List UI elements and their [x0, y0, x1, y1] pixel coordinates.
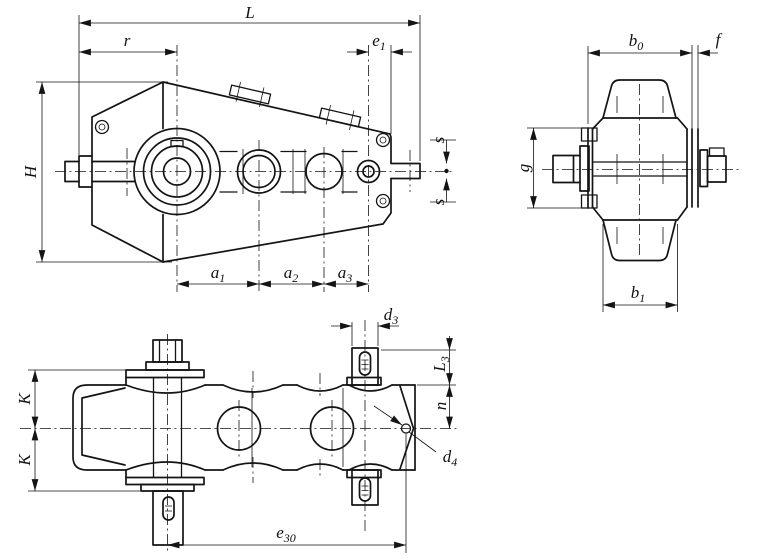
dim-e30: e30 — [167, 434, 407, 553]
dim-L: L — [78, 3, 421, 161]
dim-L3: L3 — [381, 336, 456, 386]
gear-wheel — [591, 79, 688, 262]
dim-label-a1: a1 — [211, 263, 226, 285]
shaft-center-dot — [444, 168, 449, 174]
side-view-centerlines — [55, 45, 452, 292]
dim-d3: d3 — [331, 305, 399, 346]
side-view: L r e1 H a1 a2 a3 — [21, 3, 456, 292]
drain-hole-d4 — [373, 405, 437, 453]
end-view-centerlines — [542, 84, 742, 258]
dim-label-e30: e30 — [276, 523, 296, 545]
dim-label-b1: b1 — [631, 283, 646, 305]
plan-body-outline — [72, 376, 416, 479]
output-shaft-side — [390, 150, 421, 192]
flange-bolts — [94, 119, 391, 209]
dim-label-a3: a3 — [338, 263, 353, 285]
dim-label-f: f — [716, 30, 723, 49]
plan-centerlines — [20, 320, 458, 554]
dim-label-r: r — [124, 31, 131, 50]
dim-a3: a3 — [324, 263, 369, 288]
plan-input-shaft-top — [125, 339, 205, 379]
dim-H: H — [21, 81, 172, 263]
dim-label-d3: d3 — [384, 305, 399, 327]
top-plug-2 — [318, 104, 362, 131]
dim-label-s-top: s — [429, 136, 448, 143]
dim-label-e1: e1 — [372, 31, 386, 53]
dim-label-L3: L3 — [430, 356, 452, 372]
dim-label-n: n — [431, 402, 450, 411]
plan-bolt-boss-bottom — [346, 469, 382, 506]
dim-e1: e1 — [347, 31, 412, 134]
plan-view: K K d3 L3 n d4 e30 — [15, 305, 458, 554]
end-view: b0 f g b1 — [514, 30, 742, 312]
dim-label-g: g — [514, 164, 533, 173]
dim-label-a2: a2 — [284, 263, 299, 285]
plan-bolt-boss-top — [346, 347, 382, 386]
dim-a2: a2 — [259, 263, 324, 288]
dim-label-H: H — [21, 164, 40, 179]
dim-b0: b0 — [587, 31, 692, 124]
end-view-right-wall — [691, 45, 699, 208]
end-view-right-shaft — [699, 147, 727, 188]
dim-label-K-top: K — [15, 392, 34, 406]
top-plug-1 — [228, 81, 272, 108]
dim-g: g — [514, 127, 588, 209]
dim-label-K-bottom: K — [15, 453, 34, 467]
housing-outline — [91, 81, 392, 263]
dim-f: f — [698, 30, 723, 57]
dim-a1: a1 — [177, 263, 259, 288]
dim-n: n — [431, 385, 453, 429]
dim-label-L: L — [244, 3, 254, 22]
dim-label-b0: b0 — [629, 31, 644, 53]
plan-input-shaft-bottom — [125, 476, 205, 546]
input-shaft-side — [64, 148, 135, 196]
dim-b1: b1 — [602, 224, 678, 312]
end-view-left-shaft — [552, 127, 598, 209]
dim-K: K K — [15, 369, 140, 492]
dim-r: r — [79, 31, 177, 56]
dim-s: s s — [429, 136, 456, 205]
dim-label-s-bottom: s — [429, 198, 448, 205]
dim-label-d4: d4 — [443, 447, 458, 469]
